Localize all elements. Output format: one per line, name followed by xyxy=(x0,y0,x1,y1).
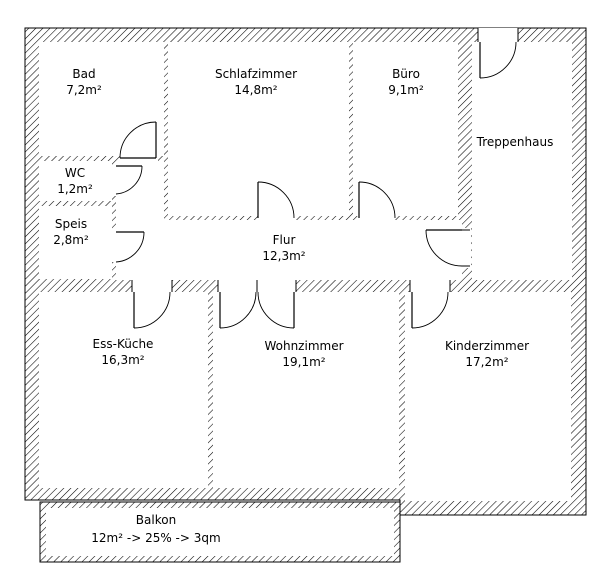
room-speis xyxy=(39,206,112,279)
label-ess-kueche-name: Ess-Küche xyxy=(93,337,154,351)
door-bad xyxy=(119,121,158,161)
label-buero-area: 9,1m² xyxy=(388,83,424,97)
label-buero-name: Büro xyxy=(392,67,420,81)
label-schlafzimmer-name: Schlafzimmer xyxy=(215,67,297,81)
label-speis-name: Speis xyxy=(55,217,87,231)
room-kinderzimmer xyxy=(405,292,571,501)
room-balkon xyxy=(46,508,394,556)
room-interiors xyxy=(39,42,572,556)
label-bad-area: 7,2m² xyxy=(66,83,102,97)
door-schlafzimmer xyxy=(257,181,296,222)
door-speis xyxy=(111,230,145,263)
label-wohnzimmer-area: 19,1m² xyxy=(282,355,325,369)
room-ess-kueche xyxy=(39,292,208,488)
room-treppenhaus xyxy=(472,42,572,280)
doors xyxy=(111,28,519,329)
label-bad-name: Bad xyxy=(72,67,95,81)
label-flur-name: Flur xyxy=(273,233,296,247)
door-ess-kueche xyxy=(131,279,173,329)
door-wohnzimmer xyxy=(217,279,297,329)
room-bad xyxy=(39,42,164,156)
door-kinderzimmer xyxy=(409,279,451,329)
door-treppenhaus-entrance xyxy=(477,28,519,79)
door-wc xyxy=(111,165,143,196)
room-wc xyxy=(39,161,112,201)
label-wohnzimmer-name: Wohnzimmer xyxy=(264,339,343,353)
label-flur-area: 12,3m² xyxy=(262,249,305,263)
room-labels: Bad 7,2m² Schlafzimmer 14,8m² Büro 9,1m²… xyxy=(53,67,553,545)
label-treppenhaus-name: Treppenhaus xyxy=(476,135,554,149)
room-wohnzimmer xyxy=(213,292,399,488)
label-ess-kueche-area: 16,3m² xyxy=(101,353,144,367)
door-flur-treppenhaus xyxy=(425,228,471,268)
label-balkon-name: Balkon xyxy=(136,513,176,527)
label-wc-area: 1,2m² xyxy=(57,182,93,196)
door-buero xyxy=(358,181,396,222)
room-buero xyxy=(353,42,458,216)
label-balkon-area: 12m² -> 25% -> 3qm xyxy=(91,531,220,545)
label-kinderzimmer-area: 17,2m² xyxy=(465,355,508,369)
label-schlafzimmer-area: 14,8m² xyxy=(234,83,277,97)
label-wc-name: WC xyxy=(65,166,85,180)
label-speis-area: 2,8m² xyxy=(53,233,89,247)
label-kinderzimmer-name: Kinderzimmer xyxy=(445,339,529,353)
